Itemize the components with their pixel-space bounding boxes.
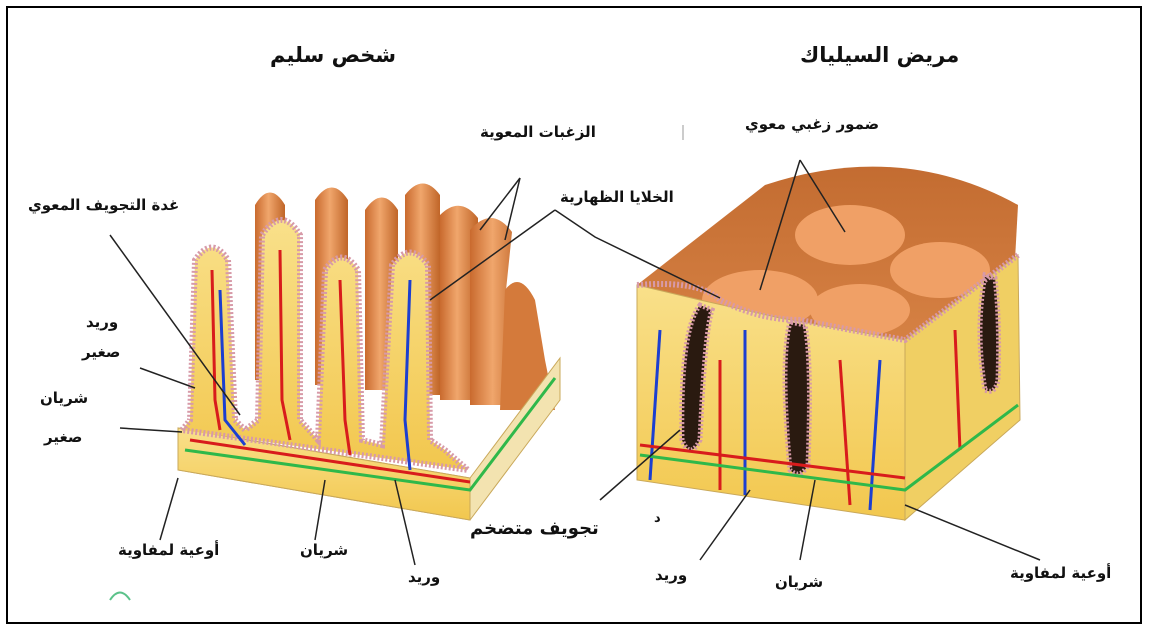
label-artery-left: شريان [300, 543, 348, 558]
label-small-vein-line1: وريد [86, 315, 118, 330]
title-healthy: شخص سليم [270, 45, 396, 66]
label-small-artery-line1: شريان [40, 391, 88, 406]
label-lymph-vessels-right: أوعية لمفاوية [1010, 566, 1111, 581]
label-artery-right: شريان [775, 575, 823, 590]
stray-char: د [654, 512, 661, 525]
stray-green-mark [110, 593, 130, 601]
label-lymph-vessels-left: أوعية لمفاوية [118, 543, 219, 558]
label-vein-right: وريد [655, 568, 687, 583]
label-crypt-gland: غدة التجويف المعوي [28, 198, 179, 213]
label-small-artery-line2: صغير [44, 430, 82, 445]
label-vein-left: وريد [408, 570, 440, 585]
healthy-block [178, 184, 560, 521]
label-villous-atrophy: ضمور زغبي معوي [745, 117, 879, 132]
title-celiac: مريض السيلياك [800, 45, 959, 66]
label-small-vein-line2: صغير [82, 345, 120, 360]
label-enlarged-crypt: تجويف متضخم [470, 520, 599, 538]
label-intestinal-villi: الزغبات المعوية [480, 125, 596, 140]
celiac-block [637, 167, 1020, 520]
label-epithelial-cells: الخلايا الظهارية [560, 190, 674, 205]
